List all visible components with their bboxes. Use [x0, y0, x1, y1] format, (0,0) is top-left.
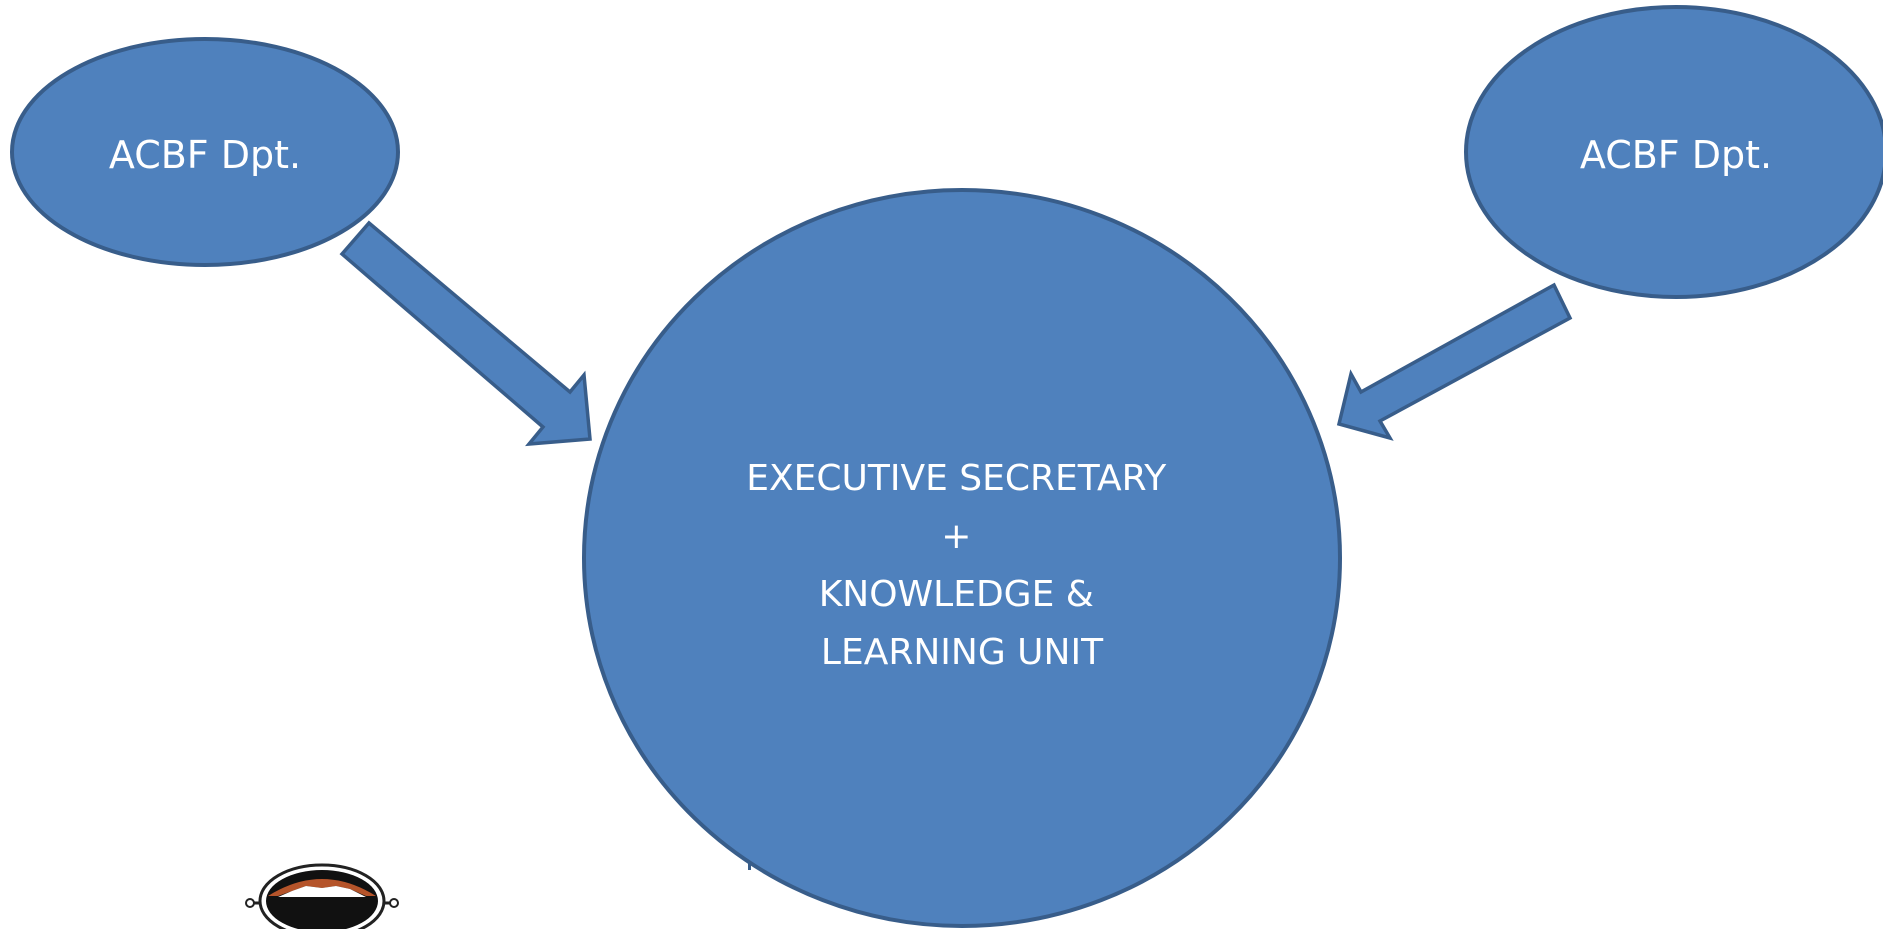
center-node-line-2: +	[941, 516, 971, 557]
center-node-line-1: EXECUTIVE SECRETARY	[746, 458, 1167, 499]
center-node: EXECUTIVE SECRETARY + KNOWLEDGE & LEARNI…	[582, 188, 1342, 928]
center-node-line-3: KNOWLEDGE &	[819, 574, 1094, 615]
center-node-shape	[582, 188, 1342, 928]
right-node: ACBF Dpt.	[1464, 5, 1883, 299]
center-node-label: EXECUTIVE SECRETARY + KNOWLEDGE & LEARNI…	[746, 458, 1178, 673]
right-node-label: ACBF Dpt.	[1580, 133, 1772, 177]
center-node-line-4: LEARNING UNIT	[821, 632, 1104, 673]
artifact-mark	[748, 862, 751, 870]
left-node-shape	[10, 37, 400, 267]
mountain-emblem-icon	[245, 863, 399, 929]
left-node-label: ACBF Dpt.	[109, 133, 301, 177]
right-arrow	[1336, 282, 1573, 441]
left-arrow	[339, 220, 592, 447]
right-node-shape	[1464, 5, 1883, 299]
left-node: ACBF Dpt.	[10, 37, 400, 267]
